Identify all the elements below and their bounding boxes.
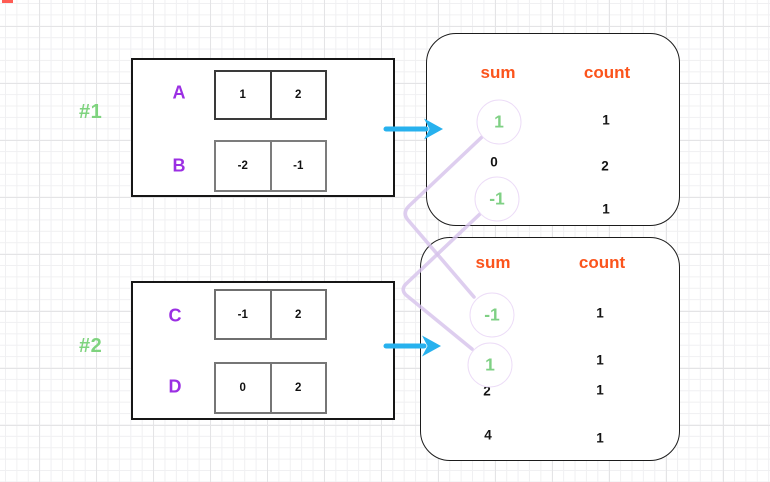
highlighted-sum-value[interactable]: 1 <box>467 342 513 388</box>
array-cell[interactable]: -1 <box>237 308 248 321</box>
count-value: 1 <box>602 201 610 217</box>
highlighted-sum-value[interactable]: -1 <box>469 292 515 338</box>
result2-box[interactable]: sum count -1 1 1 1 2 1 4 1 <box>420 237 680 461</box>
highlighted-sum-value[interactable]: -1 <box>474 176 520 222</box>
array-label-a[interactable]: A <box>172 82 186 103</box>
array-label-b[interactable]: B <box>172 155 186 176</box>
array-label-d[interactable]: D <box>168 376 182 397</box>
count-value: 1 <box>596 352 604 368</box>
array-cell[interactable]: 2 <box>269 72 326 118</box>
count-value: 1 <box>596 382 604 398</box>
group2-box[interactable]: C -1 2 D 0 2 <box>131 281 395 420</box>
sum-header: sum <box>475 253 511 272</box>
array-d-cells[interactable]: 0 2 <box>214 362 327 414</box>
highlighted-sum-value[interactable]: 1 <box>476 99 522 145</box>
count-header: count <box>578 253 626 272</box>
sum-value: 0 <box>490 154 498 170</box>
array-cell[interactable]: 2 <box>269 291 326 338</box>
array-cell[interactable]: 1 <box>239 89 246 101</box>
count-header: count <box>583 63 631 82</box>
sum-value: 2 <box>483 383 491 399</box>
sum-value: 4 <box>484 427 492 443</box>
array-label-c[interactable]: C <box>168 305 182 326</box>
result1-box[interactable]: sum count 1 1 0 2 -1 1 <box>426 33 680 226</box>
group1-box[interactable]: A 1 2 B -2 -1 <box>131 58 395 197</box>
red-mark <box>2 0 13 3</box>
array-cell[interactable]: 2 <box>269 364 326 412</box>
array-b-cells[interactable]: -2 -1 <box>214 140 327 192</box>
sum-header: sum <box>480 63 516 82</box>
array-cell[interactable]: 0 <box>239 382 246 394</box>
array-c-cells[interactable]: -1 2 <box>214 289 327 340</box>
array-a-cells[interactable]: 1 2 <box>214 70 327 120</box>
count-value: 1 <box>602 112 610 128</box>
array-cell[interactable]: -2 <box>237 160 248 172</box>
group2-label[interactable]: #2 <box>79 335 103 357</box>
group1-label[interactable]: #1 <box>79 101 103 123</box>
count-value: 1 <box>596 305 604 321</box>
count-value: 1 <box>596 430 604 446</box>
count-value: 2 <box>601 158 609 174</box>
array-cell[interactable]: -1 <box>269 142 326 190</box>
